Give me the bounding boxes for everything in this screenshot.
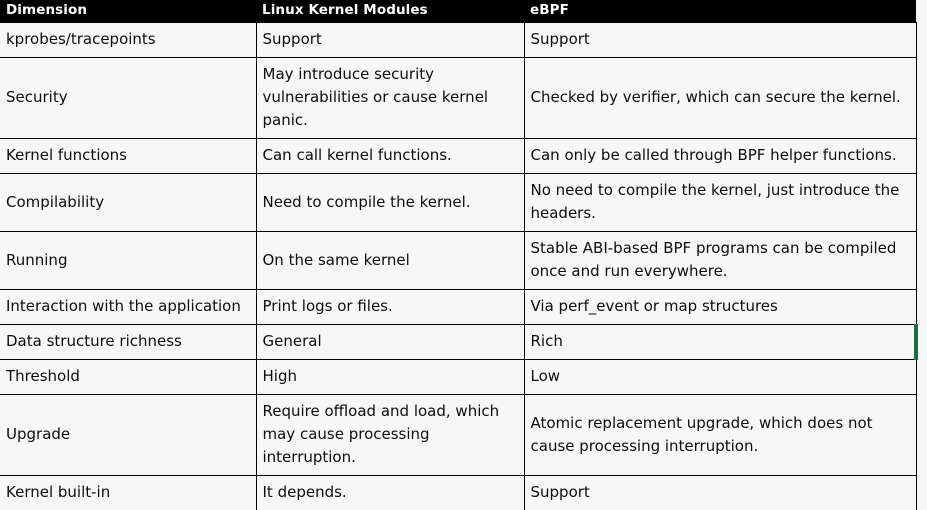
table-cell-ebpf: Checked by verifier, which can secure th… <box>524 58 916 139</box>
cell-text: Can only be called through BPF helper fu… <box>531 144 910 167</box>
table-cell-ebpf: Atomic replacement upgrade, which does n… <box>524 395 916 476</box>
cell-text: Support <box>531 28 910 51</box>
cell-text: Threshold <box>6 365 250 388</box>
cell-text: Compilability <box>6 191 250 214</box>
table-cell-dimension: kprobes/tracepoints <box>0 23 256 58</box>
cell-text: Data structure richness <box>6 330 250 353</box>
cell-text: Print logs or files. <box>263 295 518 318</box>
table-header: Dimension Linux Kernel Modules eBPF <box>0 0 916 23</box>
table-cell-lkm: Need to compile the kernel. <box>256 174 524 232</box>
table-row: Kernel functions Can call kernel function… <box>0 139 916 174</box>
cell-text: Stable ABI-based BPF programs can be com… <box>531 237 910 283</box>
table-cell-lkm: General <box>256 325 524 360</box>
table-cell-lkm: Require offload and load, which may caus… <box>256 395 524 476</box>
table-cell-lkm: High <box>256 360 524 395</box>
table-row: Data structure richness General Rich <box>0 325 916 360</box>
cell-text: Upgrade <box>6 423 250 446</box>
table-row: Interaction with the application Print lo… <box>0 290 916 325</box>
table-cell-lkm: Can call kernel functions. <box>256 139 524 174</box>
table-cell-ebpf: Stable ABI-based BPF programs can be com… <box>524 232 916 290</box>
cell-text: No need to compile the kernel, just intr… <box>531 179 910 225</box>
table-cell-dimension: Data structure richness <box>0 325 256 360</box>
column-header-linux-kernel-modules: Linux Kernel Modules <box>256 0 524 23</box>
cell-text: Kernel built-in <box>6 481 250 504</box>
cell-text: Security <box>6 86 250 109</box>
table-cell-lkm: It depends. <box>256 476 524 510</box>
table-row: Compilability Need to compile the kernel.… <box>0 174 916 232</box>
table-cell-ebpf: Can only be called through BPF helper fu… <box>524 139 916 174</box>
column-header-ebpf: eBPF <box>524 0 916 23</box>
cell-text: Support <box>263 28 518 51</box>
cell-text: Need to compile the kernel. <box>263 191 518 214</box>
table-cell-dimension: Running <box>0 232 256 290</box>
column-header-dimension: Dimension <box>0 0 256 23</box>
table-cell-lkm: On the same kernel <box>256 232 524 290</box>
cell-text: Require offload and load, which may caus… <box>263 400 518 469</box>
cell-text: Running <box>6 249 250 272</box>
table-cell-ebpf: Rich <box>524 325 916 360</box>
table-cell-dimension: Kernel built-in <box>0 476 256 510</box>
cell-text: Can call kernel functions. <box>263 144 518 167</box>
cell-text: kprobes/tracepoints <box>6 28 250 51</box>
table-cell-ebpf: Support <box>524 476 916 510</box>
table-cell-dimension: Upgrade <box>0 395 256 476</box>
table-cell-dimension: Interaction with the application <box>0 290 256 325</box>
cell-text: On the same kernel <box>263 249 518 272</box>
cell-text: Atomic replacement upgrade, which does n… <box>531 412 910 458</box>
cell-text: Support <box>531 481 910 504</box>
table-cell-ebpf: Low <box>524 360 916 395</box>
table-cell-dimension: Threshold <box>0 360 256 395</box>
table-header-row: Dimension Linux Kernel Modules eBPF <box>0 0 916 23</box>
table-cell-ebpf: Via perf_event or map structures <box>524 290 916 325</box>
table-row: Threshold High Low <box>0 360 916 395</box>
table-cell-ebpf: Support <box>524 23 916 58</box>
cell-text: It depends. <box>263 481 518 504</box>
table-cell-dimension: Kernel functions <box>0 139 256 174</box>
table-cell-dimension: Security <box>0 58 256 139</box>
table-cell-dimension: Compilability <box>0 174 256 232</box>
table-cell-lkm: Support <box>256 23 524 58</box>
cell-text: Interaction with the application <box>6 295 250 318</box>
cell-text: Kernel functions <box>6 144 250 167</box>
table-row: kprobes/tracepoints Support Support <box>0 23 916 58</box>
cell-text: May introduce security vulnerabilities o… <box>263 63 518 132</box>
table-cell-lkm: May introduce security vulnerabilities o… <box>256 58 524 139</box>
cell-text: Rich <box>531 330 909 353</box>
cell-text: Low <box>531 365 910 388</box>
table-row: Upgrade Require offload and load, which m… <box>0 395 916 476</box>
cell-text: General <box>263 330 518 353</box>
table-row: Kernel built-in It depends. Support <box>0 476 916 510</box>
table-row: Running On the same kernel Stable ABI-base… <box>0 232 916 290</box>
cell-text: Via perf_event or map structures <box>531 295 910 318</box>
cell-text: High <box>263 365 518 388</box>
table-cell-ebpf: No need to compile the kernel, just intr… <box>524 174 916 232</box>
table-row: Security May introduce security vulnerabi… <box>0 58 916 139</box>
table-cell-lkm: Print logs or files. <box>256 290 524 325</box>
cell-text: Checked by verifier, which can secure th… <box>531 86 910 109</box>
